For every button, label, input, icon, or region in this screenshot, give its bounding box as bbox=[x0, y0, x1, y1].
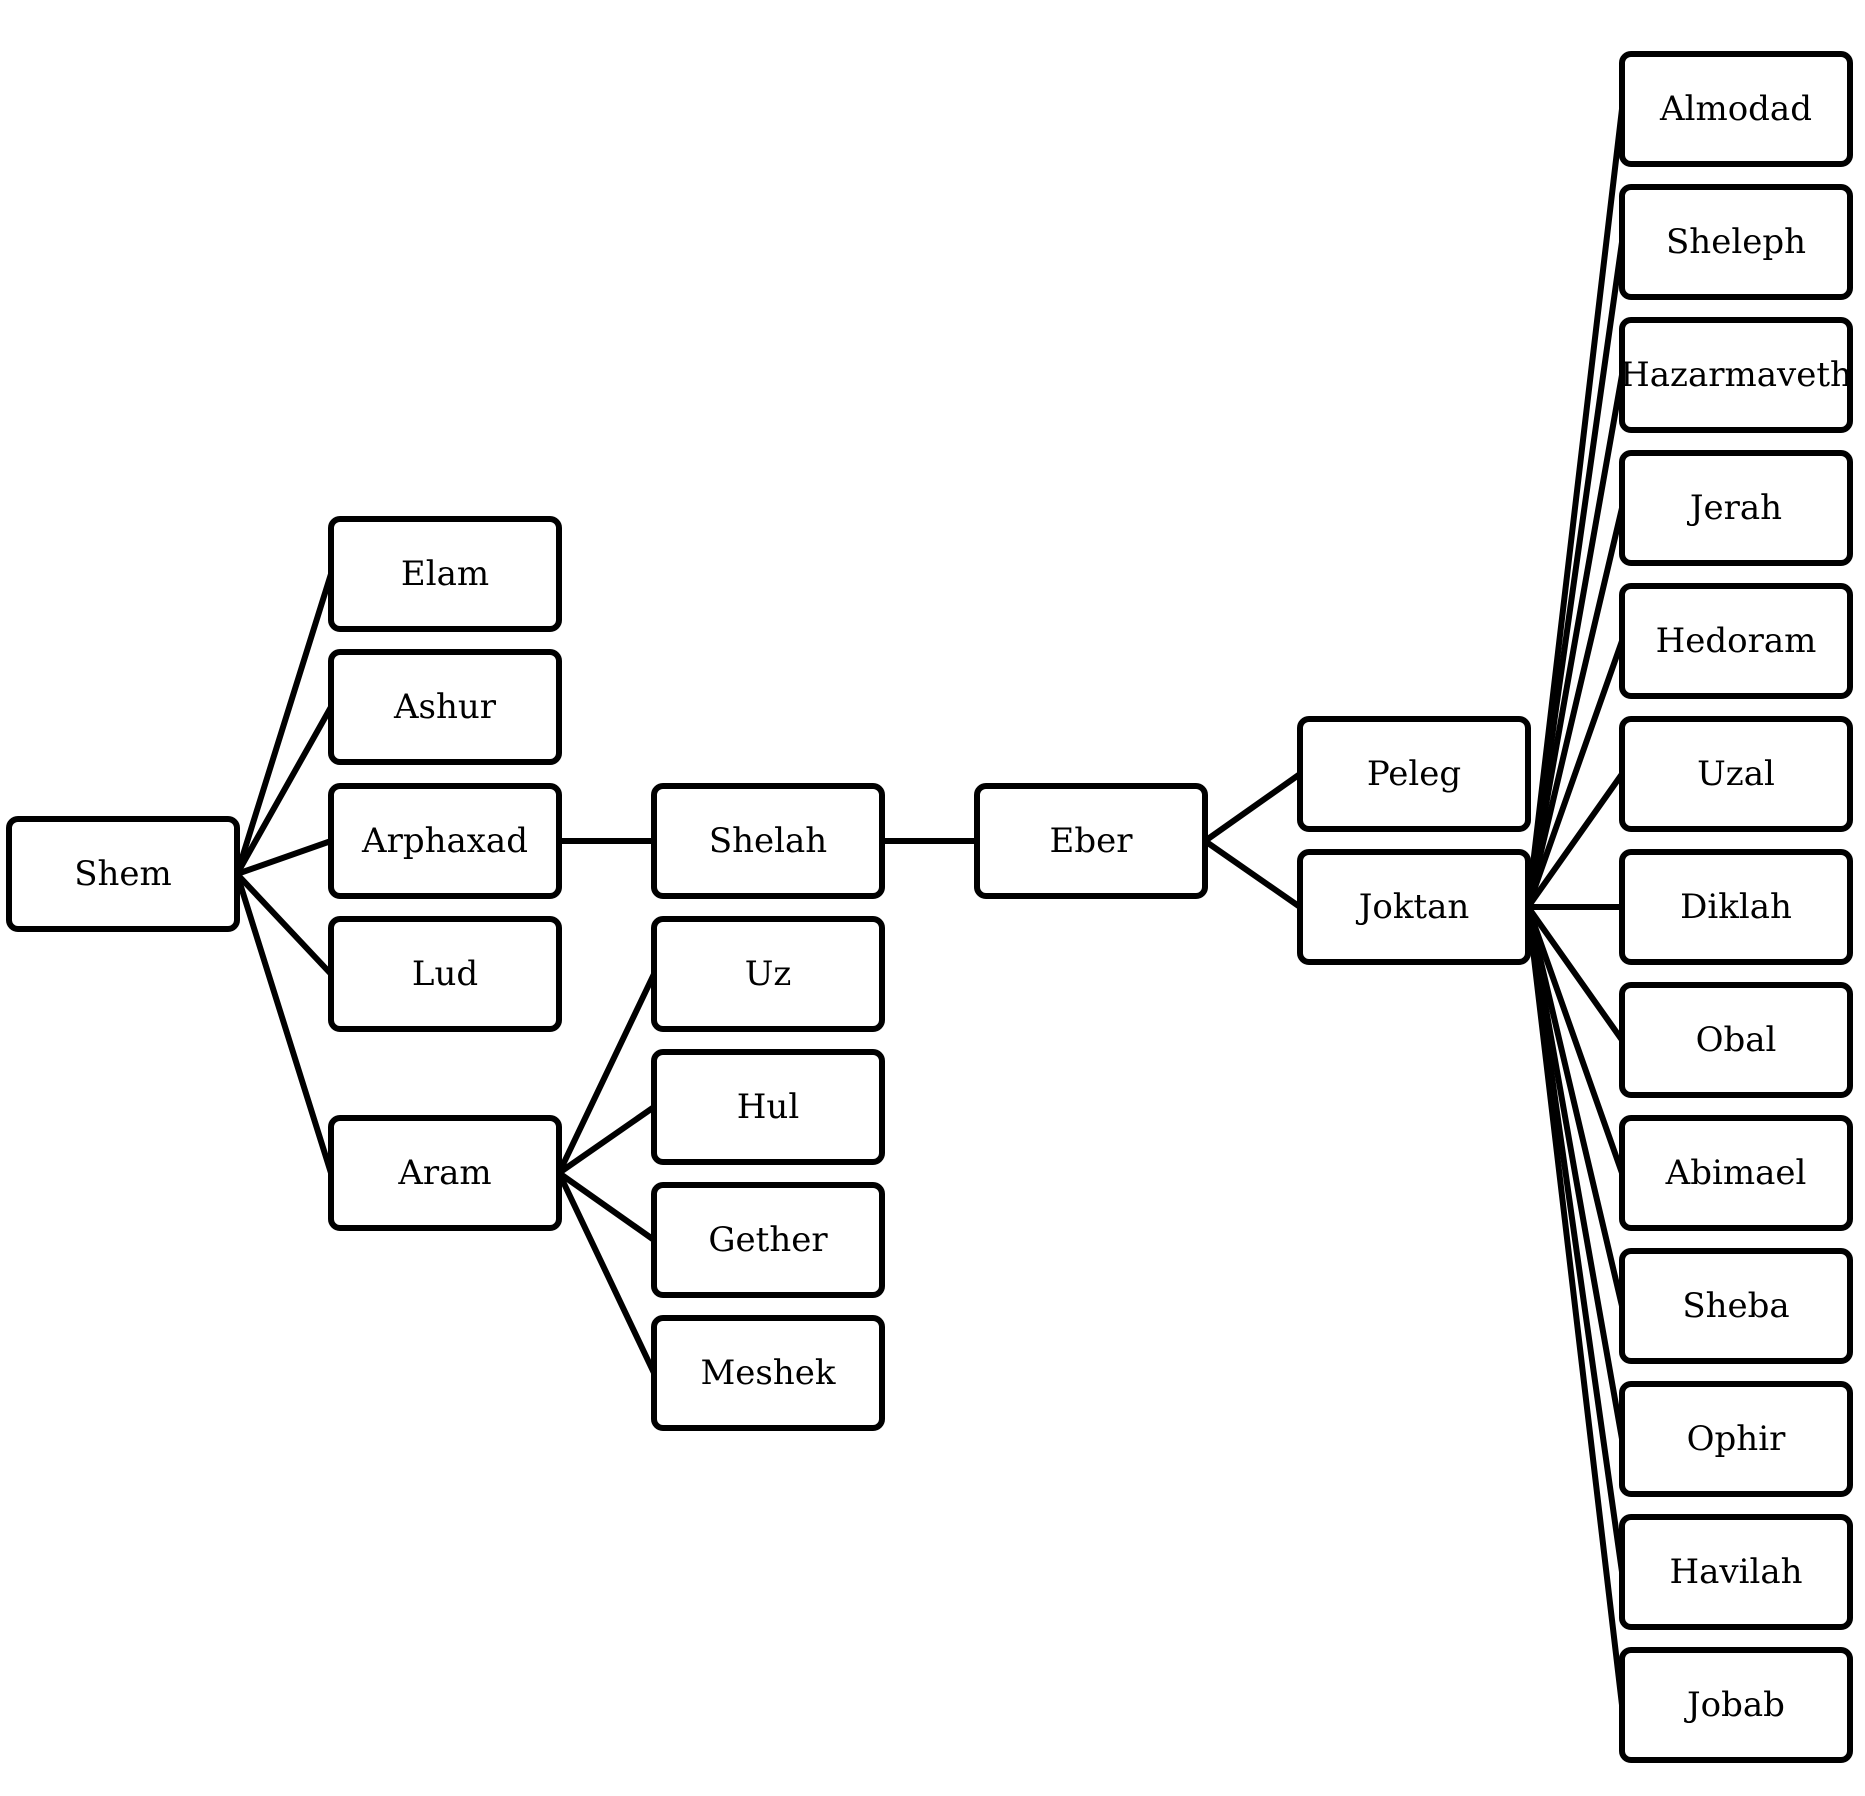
node-almodad: Almodad bbox=[1619, 51, 1853, 167]
node-label-hazarmaveth: Hazarmaveth bbox=[1620, 355, 1852, 395]
node-ophir: Ophir bbox=[1619, 1381, 1853, 1497]
node-aram: Aram bbox=[328, 1115, 562, 1231]
edge-joktan-sheba bbox=[1525, 904, 1625, 1309]
node-label-uzal: Uzal bbox=[1697, 754, 1775, 794]
edge-joktan-uzal bbox=[1525, 771, 1625, 910]
node-label-havilah: Havilah bbox=[1669, 1552, 1803, 1592]
edge-shem-lud bbox=[234, 871, 334, 977]
node-eber: Eber bbox=[974, 783, 1208, 899]
edge-joktan-jerah bbox=[1525, 505, 1625, 910]
node-label-uz: Uz bbox=[744, 954, 792, 994]
edge-joktan-abimael bbox=[1525, 904, 1625, 1176]
node-sheleph: Sheleph bbox=[1619, 184, 1853, 300]
node-label-ashur: Ashur bbox=[393, 687, 497, 727]
node-label-sheleph: Sheleph bbox=[1666, 222, 1806, 262]
edge-joktan-jobab bbox=[1525, 904, 1625, 1708]
edge-joktan-hedoram bbox=[1525, 638, 1625, 910]
node-shelah: Shelah bbox=[651, 783, 885, 899]
node-shem: Shem bbox=[6, 816, 240, 932]
node-lud: Lud bbox=[328, 916, 562, 1032]
edge-joktan-almodad bbox=[1525, 106, 1625, 910]
node-jerah: Jerah bbox=[1619, 450, 1853, 566]
edge-joktan-obal bbox=[1525, 904, 1625, 1043]
node-havilah: Havilah bbox=[1619, 1514, 1853, 1630]
node-label-aram: Aram bbox=[398, 1153, 492, 1193]
edge-joktan-sheleph bbox=[1525, 239, 1625, 910]
edge-aram-gether bbox=[556, 1170, 657, 1243]
node-label-sheba: Sheba bbox=[1682, 1286, 1790, 1326]
node-label-eber: Eber bbox=[1049, 821, 1133, 861]
node-diklah: Diklah bbox=[1619, 849, 1853, 965]
node-label-gether: Gether bbox=[708, 1220, 828, 1260]
node-uz: Uz bbox=[651, 916, 885, 1032]
node-abimael: Abimael bbox=[1619, 1115, 1853, 1231]
node-obal: Obal bbox=[1619, 982, 1853, 1098]
node-elam: Elam bbox=[328, 516, 562, 632]
edge-shem-arphaxad bbox=[234, 838, 334, 877]
node-joktan: Joktan bbox=[1297, 849, 1531, 965]
node-gether: Gether bbox=[651, 1182, 885, 1298]
edge-joktan-hazarmaveth bbox=[1525, 372, 1625, 910]
node-hazarmaveth: Hazarmaveth bbox=[1619, 317, 1853, 433]
node-label-hedoram: Hedoram bbox=[1655, 621, 1817, 661]
node-label-shem: Shem bbox=[74, 854, 172, 894]
edge-aram-meshek bbox=[556, 1170, 657, 1376]
node-label-joktan: Joktan bbox=[1358, 887, 1470, 927]
node-jobab: Jobab bbox=[1619, 1647, 1853, 1763]
node-uzal: Uzal bbox=[1619, 716, 1853, 832]
node-sheba: Sheba bbox=[1619, 1248, 1853, 1364]
node-arphaxad: Arphaxad bbox=[328, 783, 562, 899]
node-label-elam: Elam bbox=[400, 554, 490, 594]
edge-shem-aram bbox=[234, 871, 334, 1176]
node-meshek: Meshek bbox=[651, 1315, 885, 1431]
edge-shem-elam bbox=[234, 571, 334, 877]
node-label-arphaxad: Arphaxad bbox=[362, 821, 528, 861]
node-label-meshek: Meshek bbox=[700, 1353, 836, 1393]
node-label-jobab: Jobab bbox=[1687, 1685, 1785, 1725]
node-label-hul: Hul bbox=[736, 1087, 800, 1127]
edge-joktan-ophir bbox=[1525, 904, 1625, 1442]
node-label-shelah: Shelah bbox=[708, 821, 828, 861]
edge-shem-ashur bbox=[234, 704, 334, 877]
edge-aram-uz bbox=[556, 971, 657, 1176]
node-peleg: Peleg bbox=[1297, 716, 1531, 832]
edge-eber-peleg bbox=[1202, 771, 1303, 844]
node-label-lud: Lud bbox=[411, 954, 479, 994]
node-label-jerah: Jerah bbox=[1689, 488, 1783, 528]
edge-eber-joktan bbox=[1202, 838, 1303, 910]
node-label-diklah: Diklah bbox=[1680, 887, 1792, 927]
node-label-peleg: Peleg bbox=[1366, 754, 1462, 794]
node-ashur: Ashur bbox=[328, 649, 562, 765]
node-label-almodad: Almodad bbox=[1660, 89, 1812, 129]
node-label-abimael: Abimael bbox=[1665, 1153, 1807, 1193]
node-label-obal: Obal bbox=[1695, 1020, 1777, 1060]
edge-aram-hul bbox=[556, 1104, 657, 1176]
node-label-ophir: Ophir bbox=[1686, 1419, 1786, 1459]
node-hul: Hul bbox=[651, 1049, 885, 1165]
node-hedoram: Hedoram bbox=[1619, 583, 1853, 699]
